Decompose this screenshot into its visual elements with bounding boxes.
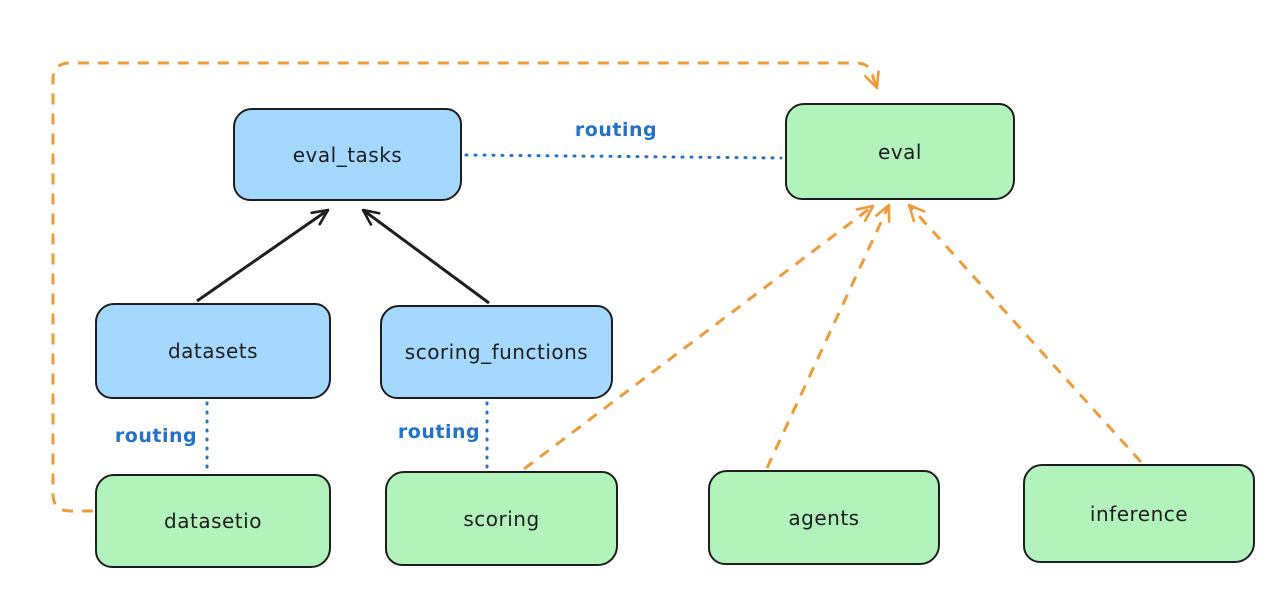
edge-datasets-to-eval_tasks xyxy=(196,208,330,303)
edge-inference-to-eval xyxy=(907,203,1143,464)
edge-label-routing-datasets-datasetio: routing xyxy=(114,425,198,447)
node-eval-tasks: eval_tasks xyxy=(233,108,462,201)
node-datasetio-label: datasetio xyxy=(164,509,262,533)
node-scoring-functions-label: scoring_functions xyxy=(404,340,589,364)
node-datasets: datasets xyxy=(95,303,331,399)
node-datasetio: datasetio xyxy=(95,474,331,568)
node-datasets-label: datasets xyxy=(167,339,259,363)
edge-eval_tasks-to-eval xyxy=(464,153,783,160)
node-agents: agents xyxy=(708,470,940,565)
node-scoring-label: scoring xyxy=(463,506,540,531)
node-inference: inference xyxy=(1023,464,1255,563)
node-scoring-functions: scoring_functions xyxy=(380,305,613,399)
node-agents-label: agents xyxy=(788,505,860,530)
node-inference-label: inference xyxy=(1089,501,1189,526)
edge-agents-to-eval xyxy=(765,203,891,469)
edge-label-routing-eval-tasks-eval: routing xyxy=(574,119,658,141)
node-eval: eval xyxy=(785,103,1015,200)
edge-label-routing-scoring-functions-scoring: routing xyxy=(397,421,481,443)
edge-scoring_functions-to-eval_tasks xyxy=(361,208,490,305)
node-eval-tasks-label: eval_tasks xyxy=(292,142,403,167)
node-eval-label: eval xyxy=(878,139,922,164)
node-scoring: scoring xyxy=(385,471,618,566)
